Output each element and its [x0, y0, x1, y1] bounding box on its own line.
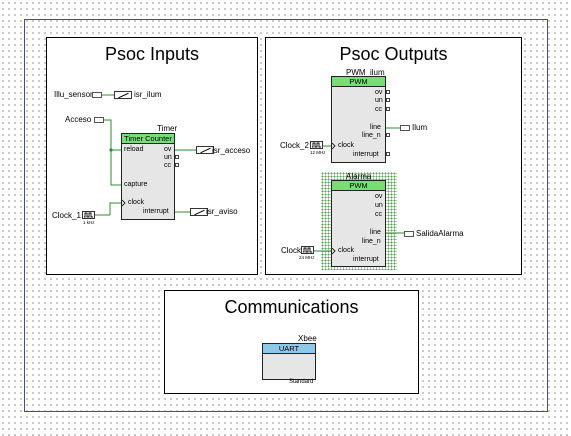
- xbee-instance-name: Xbee: [298, 334, 317, 343]
- salida-alarma-label: SalidaAlarma: [416, 229, 464, 238]
- uart-configuration: Standard: [289, 379, 314, 385]
- timer-port-interrupt: interrupt: [143, 208, 169, 215]
- timer-port-capture: capture: [124, 181, 148, 188]
- isr-aviso-icon[interactable]: [190, 208, 208, 216]
- timer-port-cc: cc: [164, 162, 171, 169]
- salida-alarma-pin[interactable]: [404, 231, 414, 237]
- isr-ilum-label: isr_ilum: [134, 90, 162, 99]
- isr-ilum-icon[interactable]: [114, 91, 132, 99]
- alarma-port-cc: cc: [375, 211, 382, 218]
- communications-title: Communications: [224, 297, 359, 317]
- clock-2-label: Clock_2: [280, 141, 309, 150]
- clock-2-frequency: 12 MHz: [310, 150, 326, 155]
- alarma-port-ov: ov: [375, 193, 383, 200]
- timer-port-un: un: [164, 154, 172, 161]
- pwm-ilum-port-interrupt: interrupt: [353, 151, 379, 158]
- pwm-ilum-line-n-terminal: [386, 133, 390, 137]
- pwm-ilum-cc-terminal: [386, 107, 390, 111]
- clock-label: Clock: [281, 246, 302, 255]
- pwm-ilum-interrupt-terminal: [386, 152, 390, 156]
- alarma-pwm-header: PWM: [332, 181, 385, 191]
- alarma-pwm-component[interactable]: PWM: [331, 180, 386, 267]
- alarma-port-line-n: line_n: [362, 238, 381, 245]
- psoc-inputs-title: Psoc Inputs: [104, 44, 200, 64]
- alarma-port-line: line: [370, 229, 381, 236]
- illu-sensor-label: Illu_sensor: [54, 90, 93, 99]
- pwm-ilum-ov-terminal: [386, 90, 390, 94]
- pwm-ilum-port-line: line: [370, 124, 381, 131]
- alarma-port-un: un: [375, 202, 383, 209]
- timer-cc-terminal: [175, 163, 179, 167]
- psoc-outputs-title: Psoc Outputs: [339, 44, 448, 64]
- uart-header: UART: [263, 344, 315, 354]
- timer-port-reload: reload: [124, 146, 144, 153]
- clock-2-icon[interactable]: [310, 141, 323, 149]
- pwm-ilum-port-ov: ov: [375, 89, 383, 96]
- pwm-ilum-port-un: un: [375, 97, 383, 104]
- timer-instance-name: Timer: [157, 124, 178, 133]
- isr-acceso-icon[interactable]: [196, 146, 214, 154]
- timer-counter-component[interactable]: Timer Counter: [121, 133, 175, 220]
- pwm-ilum-port-line-n: line_n: [362, 132, 381, 139]
- clock-1-label: Clock_1: [52, 211, 81, 220]
- clock-icon[interactable]: [301, 246, 314, 254]
- clock-frequency: 24 MHz: [299, 255, 315, 260]
- alarma-instance-name: Alarma: [346, 172, 372, 181]
- alarma-port-interrupt: interrupt: [353, 256, 379, 263]
- timer-port-ov: ov: [164, 146, 172, 153]
- schematic-page-frame: [24, 19, 548, 412]
- pwm-ilum-component[interactable]: PWM: [331, 76, 386, 163]
- alarma-port-clock: clock: [338, 247, 354, 254]
- uart-component[interactable]: UART: [262, 343, 316, 380]
- psoc-inputs-panel: Psoc Inputs: [46, 37, 258, 275]
- pwm-ilum-port-clock: clock: [338, 142, 354, 149]
- acceso-pin[interactable]: [94, 117, 104, 123]
- clock-1-frequency: 1 kHz: [83, 220, 95, 225]
- acceso-label: Acceso: [65, 115, 92, 124]
- pwm-ilum-un-terminal: [386, 98, 390, 102]
- timer-un-terminal: [175, 155, 179, 159]
- isr-aviso-label: isr_aviso: [206, 207, 238, 216]
- isr-acceso-label: isr_acceso: [212, 146, 251, 155]
- clock-1-icon[interactable]: [82, 211, 95, 219]
- pwm-ilum-port-cc: cc: [375, 106, 382, 113]
- ilum-pin[interactable]: [400, 125, 410, 131]
- timer-port-clock: clock: [128, 199, 144, 206]
- pwm-ilum-header: PWM: [332, 77, 385, 87]
- pwm-ilum-instance-name: PWM_ilum: [346, 68, 385, 77]
- illu-sensor-pin[interactable]: [92, 92, 102, 98]
- ilum-label: Ilum: [412, 123, 428, 132]
- timer-counter-header: Timer Counter: [122, 134, 174, 144]
